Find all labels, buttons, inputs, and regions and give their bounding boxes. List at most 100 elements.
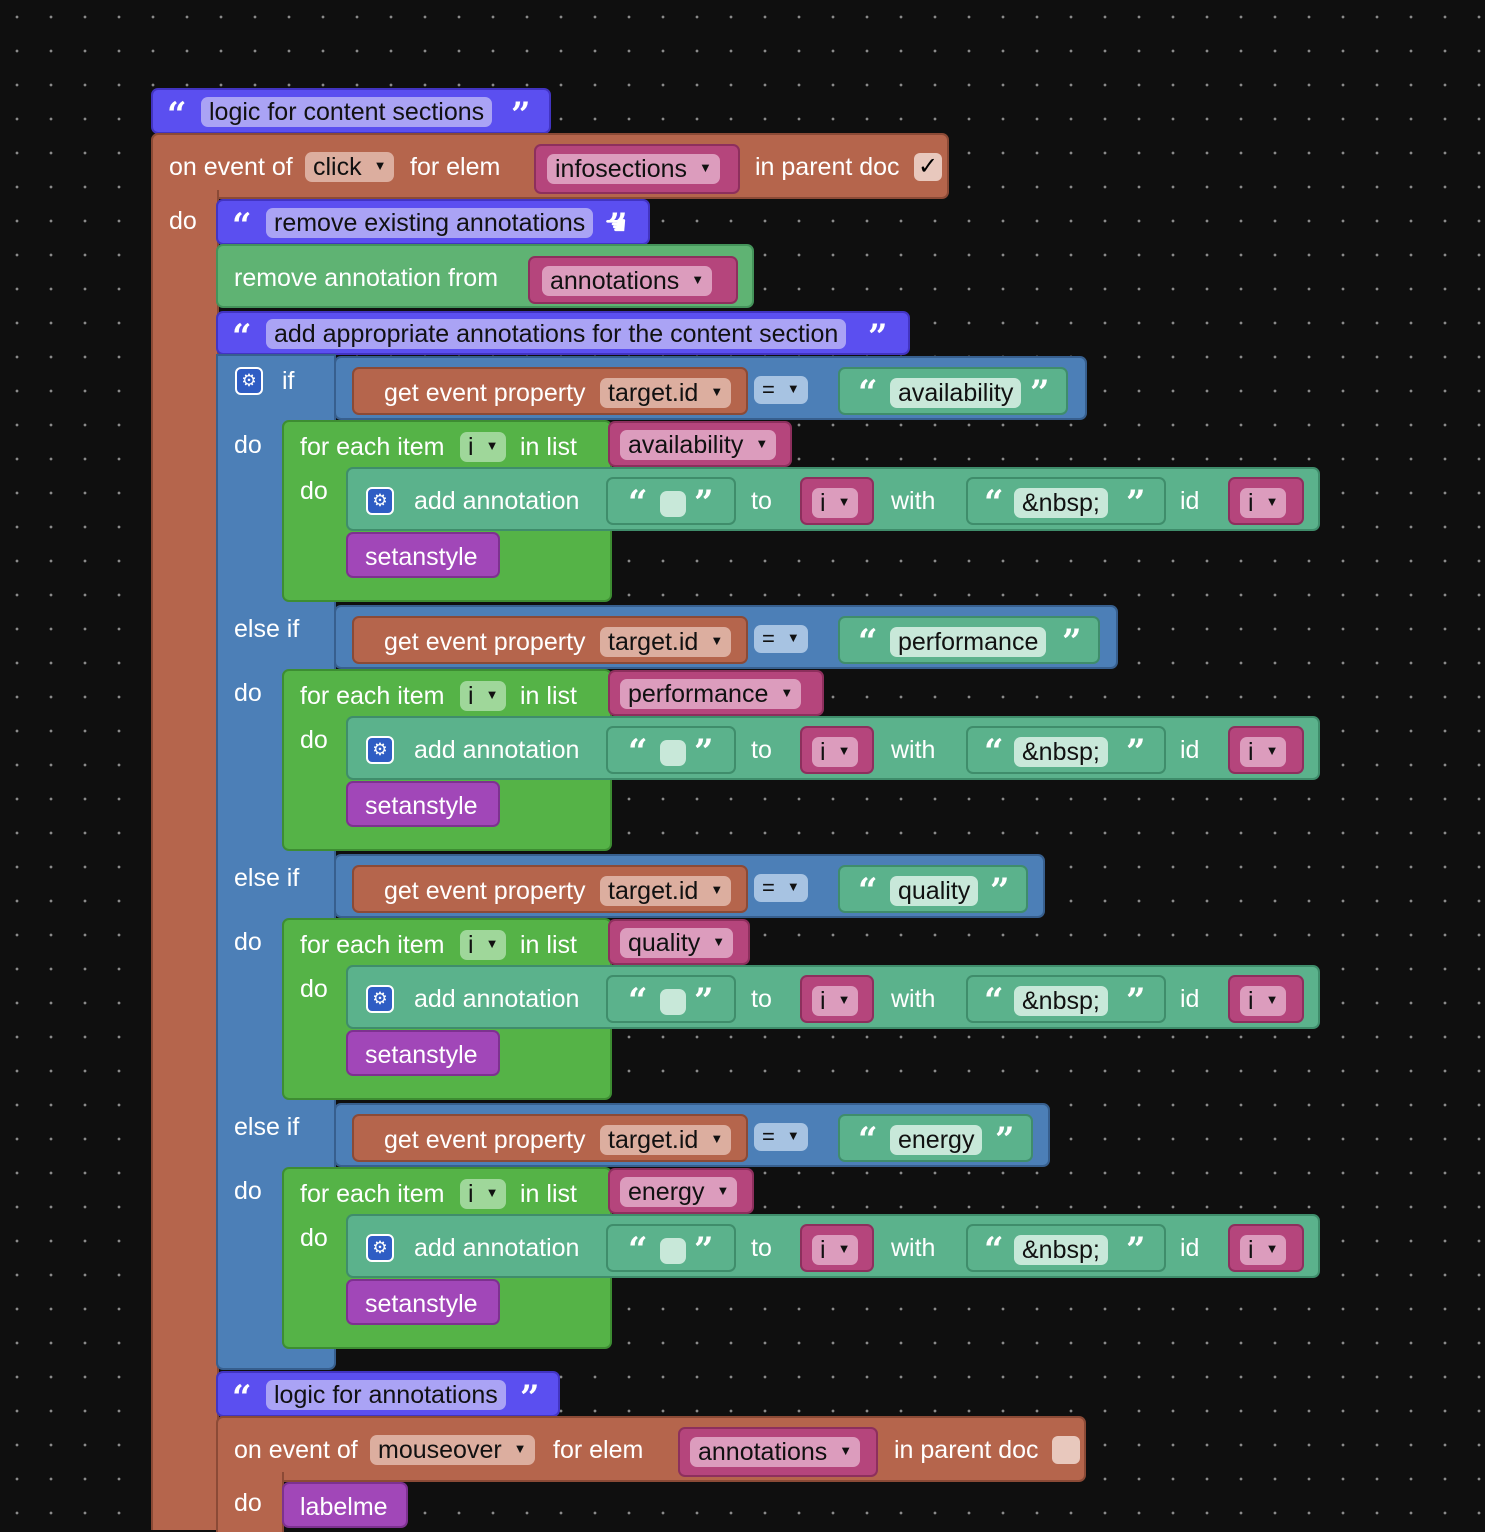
compare-block[interactable]: get event property target.id▼ =▼ “ quali… — [334, 854, 1045, 918]
comment-text[interactable]: add appropriate annotations for the cont… — [266, 319, 847, 349]
elem-dropdown[interactable]: annotations▼ — [690, 1437, 861, 1467]
to-variable-block[interactable]: i▼ — [800, 726, 874, 774]
string-block[interactable]: “ energy ” — [838, 1114, 1033, 1162]
with-string-value[interactable]: &nbsp; — [1014, 986, 1108, 1016]
event-block-click[interactable]: on event of click▼ for elem infosections… — [151, 133, 949, 199]
event-dropdown[interactable]: mouseover▼ — [370, 1435, 535, 1465]
with-string-value[interactable]: &nbsp; — [1014, 488, 1108, 518]
comment-block-add-annotations[interactable]: “ add appropriate annotations for the co… — [216, 311, 910, 355]
elem-variable-block[interactable]: annotations▼ — [678, 1427, 878, 1477]
string-value[interactable]: availability — [890, 378, 1022, 408]
loop-variable-dropdown[interactable]: i▼ — [460, 432, 507, 462]
with-string-value[interactable]: &nbsp; — [1014, 737, 1108, 767]
to-variable-block[interactable]: i▼ — [800, 477, 874, 525]
remove-target-dropdown[interactable]: annotations▼ — [542, 266, 713, 296]
empty-string-block[interactable]: “ ” — [606, 1224, 736, 1272]
property-dropdown[interactable]: target.id▼ — [600, 876, 732, 906]
loop-variable-dropdown[interactable]: i▼ — [460, 930, 507, 960]
loop-variable-dropdown[interactable]: i▼ — [460, 1179, 507, 1209]
compare-block[interactable]: get event property target.id▼ =▼ “ avail… — [334, 356, 1087, 420]
add-annotation-block[interactable]: ⚙ add annotation “ ” to i▼ with “ &nbsp;… — [346, 716, 1320, 780]
string-block[interactable]: “ performance ” — [838, 616, 1100, 664]
setanstyle-block[interactable]: setanstyle — [346, 1279, 500, 1325]
labelme-block[interactable]: labelme — [282, 1482, 408, 1528]
with-string-block[interactable]: “ &nbsp; ” — [966, 477, 1166, 525]
id-variable-block[interactable]: i▼ — [1228, 477, 1304, 525]
comment-block-content-sections[interactable]: “ logic for content sections ” — [151, 88, 551, 134]
list-dropdown[interactable]: performance▼ — [620, 679, 802, 709]
remove-annotation-block[interactable]: remove annotation from annotations▼ — [216, 244, 754, 308]
get-event-property-block[interactable]: get event property target.id▼ — [352, 367, 748, 415]
list-variable-block[interactable]: quality▼ — [608, 919, 750, 965]
comment-text[interactable]: remove existing annotations — [266, 208, 594, 238]
operator-dropdown[interactable]: =▼ — [754, 625, 808, 653]
to-variable-block[interactable]: i▼ — [800, 1224, 874, 1272]
list-variable-block[interactable]: energy▼ — [608, 1168, 754, 1214]
list-variable-block[interactable]: availability▼ — [608, 421, 792, 467]
id-variable-block[interactable]: i▼ — [1228, 1224, 1304, 1272]
comment-block-annotations[interactable]: “ logic for annotations ” — [216, 1371, 560, 1417]
operator-dropdown[interactable]: =▼ — [754, 874, 808, 902]
list-dropdown[interactable]: availability▼ — [620, 430, 777, 460]
add-annotation-block[interactable]: ⚙ add annotation “ ” to i▼ with “ &nbsp;… — [346, 965, 1320, 1029]
loop-variable-dropdown[interactable]: i▼ — [460, 681, 507, 711]
empty-string-value[interactable] — [660, 740, 686, 766]
operator-dropdown[interactable]: =▼ — [754, 1123, 808, 1151]
in-parent-doc-checkbox[interactable] — [1052, 1436, 1080, 1464]
list-dropdown[interactable]: energy▼ — [620, 1177, 738, 1207]
operator-dropdown[interactable]: =▼ — [754, 376, 808, 404]
property-dropdown[interactable]: target.id▼ — [600, 378, 732, 408]
get-event-property-block[interactable]: get event property target.id▼ — [352, 865, 748, 913]
property-dropdown[interactable]: target.id▼ — [600, 1125, 732, 1155]
to-variable-dropdown[interactable]: i▼ — [812, 986, 859, 1016]
gear-icon[interactable]: ⚙ — [366, 487, 394, 515]
id-variable-block[interactable]: i▼ — [1228, 726, 1304, 774]
event-block-mouseover[interactable]: on event of mouseover▼ for elem annotati… — [216, 1416, 1086, 1482]
gear-icon[interactable]: ⚙ — [235, 367, 263, 395]
get-event-property-block[interactable]: get event property target.id▼ — [352, 1114, 748, 1162]
empty-string-value[interactable] — [660, 989, 686, 1015]
to-variable-block[interactable]: i▼ — [800, 975, 874, 1023]
id-variable-dropdown[interactable]: i▼ — [1240, 488, 1287, 518]
to-variable-dropdown[interactable]: i▼ — [812, 737, 859, 767]
get-event-property-block[interactable]: get event property target.id▼ — [352, 616, 748, 664]
id-variable-block[interactable]: i▼ — [1228, 975, 1304, 1023]
id-variable-dropdown[interactable]: i▼ — [1240, 986, 1287, 1016]
empty-string-block[interactable]: “ ” — [606, 975, 736, 1023]
string-block[interactable]: “ quality ” — [838, 865, 1028, 913]
list-dropdown[interactable]: quality▼ — [620, 928, 734, 958]
in-parent-doc-checkbox[interactable]: ✓ — [914, 153, 942, 181]
empty-string-value[interactable] — [660, 1238, 686, 1264]
setanstyle-block[interactable]: setanstyle — [346, 532, 500, 578]
empty-string-block[interactable]: “ ” — [606, 477, 736, 525]
id-variable-dropdown[interactable]: i▼ — [1240, 737, 1287, 767]
comment-block-remove[interactable]: “ remove existing annotations ” — [216, 199, 650, 245]
elem-variable-block[interactable]: infosections▼ — [534, 144, 740, 194]
compare-block[interactable]: get event property target.id▼ =▼ “ perfo… — [334, 605, 1118, 669]
gear-icon[interactable]: ⚙ — [366, 985, 394, 1013]
add-annotation-block[interactable]: ⚙ add annotation “ ” to i▼ with “ &nbsp;… — [346, 1214, 1320, 1278]
with-string-block[interactable]: “ &nbsp; ” — [966, 1224, 1166, 1272]
remove-target-block[interactable]: annotations▼ — [528, 256, 738, 304]
with-string-value[interactable]: &nbsp; — [1014, 1235, 1108, 1265]
gear-icon[interactable]: ⚙ — [366, 1234, 394, 1262]
with-string-block[interactable]: “ &nbsp; ” — [966, 975, 1166, 1023]
setanstyle-block[interactable]: setanstyle — [346, 1030, 500, 1076]
gear-icon[interactable]: ⚙ — [366, 736, 394, 764]
with-string-block[interactable]: “ &nbsp; ” — [966, 726, 1166, 774]
id-variable-dropdown[interactable]: i▼ — [1240, 1235, 1287, 1265]
to-variable-dropdown[interactable]: i▼ — [812, 1235, 859, 1265]
property-dropdown[interactable]: target.id▼ — [600, 627, 732, 657]
comment-text[interactable]: logic for content sections — [201, 97, 493, 127]
string-value[interactable]: energy — [890, 1125, 983, 1155]
event-dropdown[interactable]: click▼ — [305, 152, 395, 182]
empty-string-value[interactable] — [660, 491, 686, 517]
empty-string-block[interactable]: “ ” — [606, 726, 736, 774]
to-variable-dropdown[interactable]: i▼ — [812, 488, 859, 518]
setanstyle-block[interactable]: setanstyle — [346, 781, 500, 827]
string-value[interactable]: quality — [890, 876, 979, 906]
comment-text[interactable]: logic for annotations — [266, 1380, 506, 1410]
compare-block[interactable]: get event property target.id▼ =▼ “ energ… — [334, 1103, 1050, 1167]
string-value[interactable]: performance — [890, 627, 1047, 657]
add-annotation-block[interactable]: ⚙ add annotation “ ” to i▼ with “ &nbsp;… — [346, 467, 1320, 531]
